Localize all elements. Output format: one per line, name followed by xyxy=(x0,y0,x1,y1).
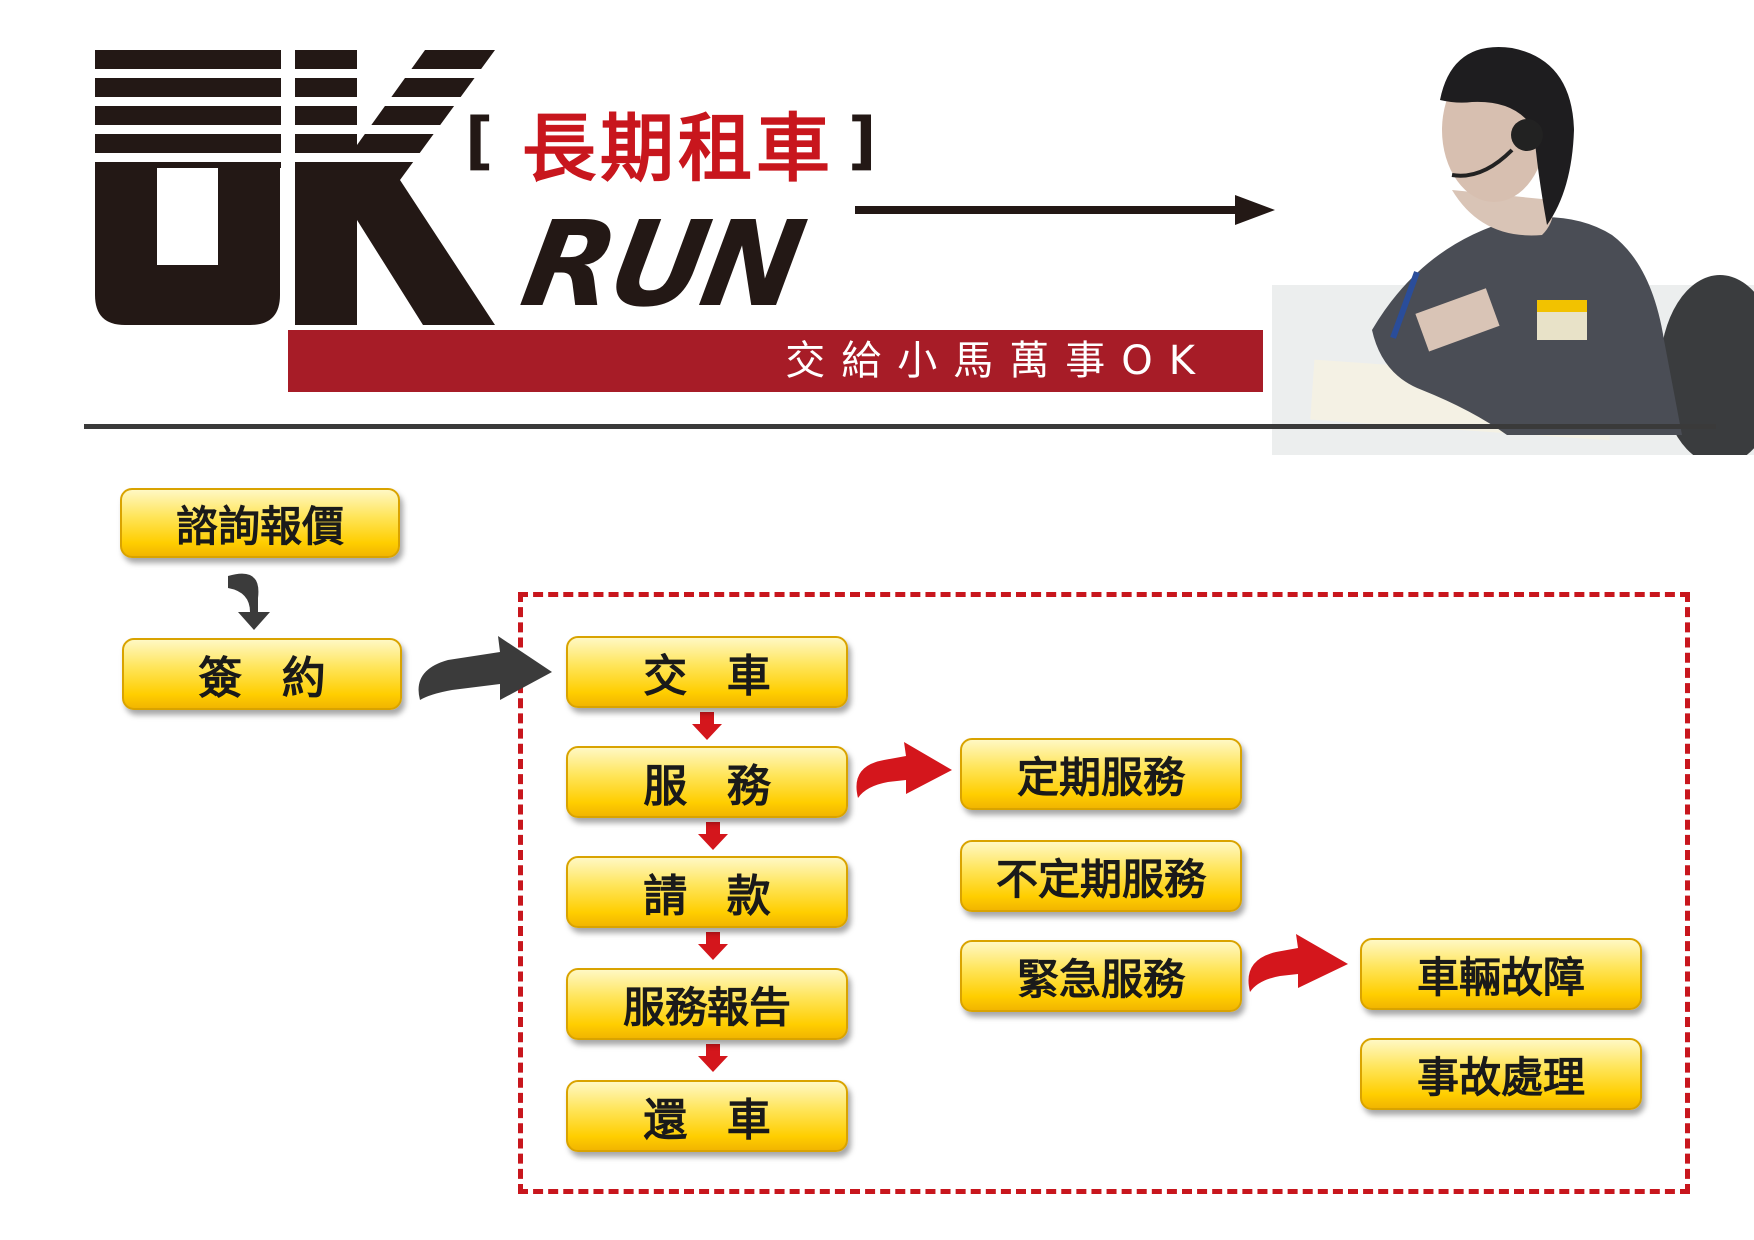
header-divider xyxy=(84,424,1716,429)
node-vehicle-delivery: 交車 xyxy=(566,636,848,708)
logo-ok-mark: OK xyxy=(95,50,495,325)
slogan-banner: 交給小馬萬事OK xyxy=(288,330,1263,392)
node-inquiry-quote: 諮詢報價 xyxy=(120,488,400,558)
node-regular-service: 定期服務 xyxy=(960,738,1242,810)
node-billing: 請款 xyxy=(566,856,848,928)
node-contract: 簽約 xyxy=(122,638,402,710)
logo-subtitle: 長期租車 xyxy=(522,106,834,192)
bracket-right: ] xyxy=(848,104,877,177)
node-emergency-service: 緊急服務 xyxy=(960,940,1242,1012)
logo-run-text: RUN xyxy=(512,195,811,333)
slogan-text: 交給小馬萬事OK xyxy=(785,338,1211,384)
node-vehicle-return: 還車 xyxy=(566,1080,848,1152)
service-scope-frame xyxy=(518,592,1690,1194)
node-accident-handling: 事故處理 xyxy=(1360,1038,1642,1110)
logo-arrow-icon xyxy=(855,195,1275,225)
bracket-left: [ xyxy=(465,104,494,177)
service-agent-photo xyxy=(1272,47,1754,455)
arrow-inquiry-to-contract xyxy=(228,573,270,630)
node-vehicle-breakdown: 車輛故障 xyxy=(1360,938,1642,1010)
node-service-report: 服務報告 xyxy=(566,968,848,1040)
node-service: 服務 xyxy=(566,746,848,818)
node-irregular-service: 不定期服務 xyxy=(960,840,1242,912)
